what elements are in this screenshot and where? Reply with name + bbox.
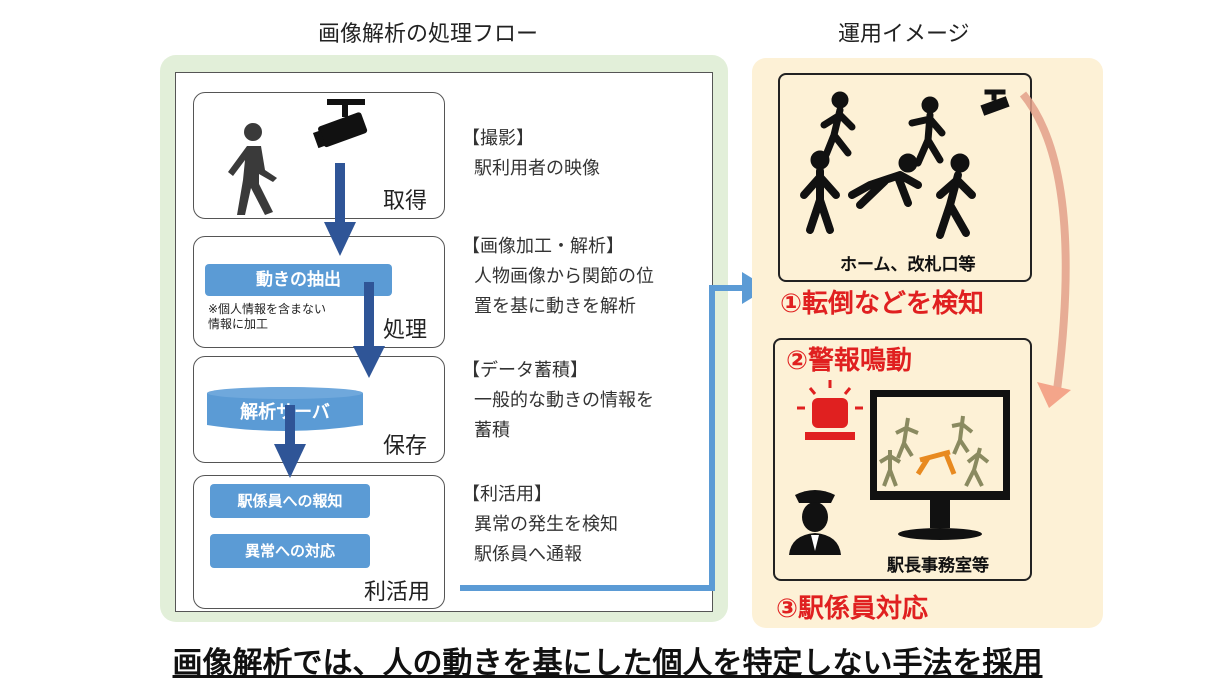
footer-statement: 画像解析では、人の動きを基にした個人を特定しない手法を採用 [172, 646, 1043, 681]
note-line: 情報に加工 [208, 317, 269, 331]
office-label: 駅長事務室等 [887, 556, 989, 576]
step-label: 保存 [383, 434, 428, 459]
step-label: 取得 [383, 189, 428, 214]
desc-line: 異常の発生を検知 [474, 514, 618, 535]
curved-arrow [1019, 91, 1071, 408]
note-line: ※個人情報を含まない [208, 302, 327, 316]
desc-utilize: 【利活用】異常の発生を検知駅係員へ通報 [462, 480, 618, 570]
notify-staff-pill: 駅係員への報知 [210, 484, 370, 518]
respond-anomaly-pill: 異常への対応 [210, 534, 370, 568]
operation-title: 運用イメージ [838, 22, 970, 47]
step1-detect-fall: ①転倒などを検知 [780, 289, 985, 319]
desc-heading: 【画像加工・解析】 [462, 236, 624, 257]
desc-line: 一般的な動きの情報を [474, 390, 654, 411]
desc-line: 蓄積 [474, 420, 510, 441]
station-staff-icon [789, 490, 841, 555]
step2-alarm: ②警報鳴動 [786, 346, 913, 376]
privacy-note: ※個人情報を含まない情報に加工 [208, 302, 326, 332]
analysis-server-label: 解析サーバ [240, 402, 330, 423]
desc-line: 置を基に動きを解析 [474, 296, 636, 317]
flow-title: 画像解析の処理フロー [318, 22, 539, 47]
desc-process: 【画像加工・解析】人物画像から関節の位置を基に動きを解析 [462, 232, 654, 322]
crowd-fall-icon [800, 89, 1010, 239]
walking-person-icon [228, 123, 277, 215]
desc-line: 駅利用者の映像 [474, 158, 600, 179]
step-label: 処理 [383, 318, 428, 343]
desc-heading: 【利活用】 [462, 484, 552, 505]
motion-extraction-pill: 動きの抽出 [205, 264, 392, 296]
step3-staff-response: ③駅係員対応 [776, 594, 929, 624]
desc-acquire: 【撮影】駅利用者の映像 [462, 124, 600, 184]
camera-icon [312, 99, 368, 149]
step-label: 利活用 [364, 580, 431, 605]
desc-store: 【データ蓄積】一般的な動きの情報を蓄積 [462, 356, 654, 446]
alarm-light-icon [797, 380, 863, 440]
desc-line: 駅係員へ通報 [474, 544, 582, 565]
desc-heading: 【データ蓄積】 [462, 360, 588, 381]
step-acquire [193, 92, 445, 219]
desc-heading: 【撮影】 [462, 128, 534, 149]
platform-label: ホーム、改札口等 [840, 255, 976, 275]
monitor-icon [870, 390, 1010, 540]
desc-line: 人物画像から関節の位 [474, 266, 654, 287]
